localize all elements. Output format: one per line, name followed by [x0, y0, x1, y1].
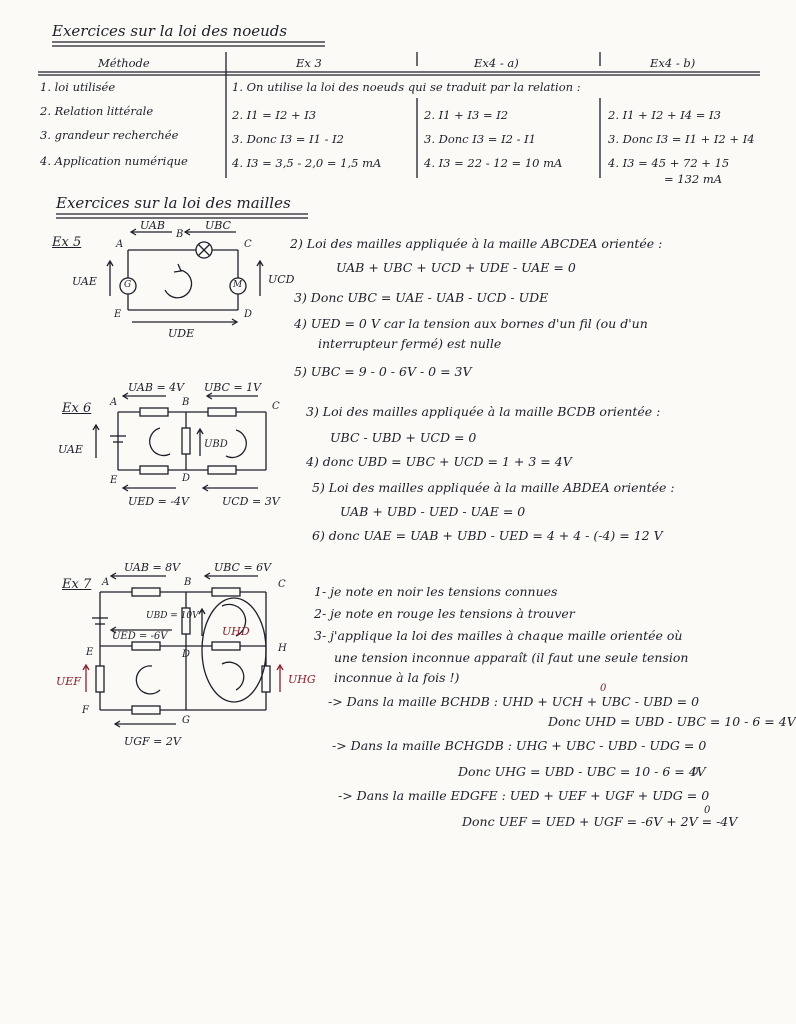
ex6-circuit [92, 392, 267, 492]
ex6-line-2: UBC - UBD + UCD = 0 [330, 430, 477, 445]
ex7-node-h: H [278, 643, 287, 654]
ex6-line-6: 6) donc UAE = UAB + UBD - UED = 4 + 4 - … [312, 528, 663, 543]
ex6-node-d: D [182, 473, 191, 484]
ex7-node-f: F [82, 705, 89, 716]
ex6-node-b: B [182, 397, 190, 408]
ex7-ued: UED = -6V [112, 631, 168, 642]
ex7-uhd: UHD [222, 625, 250, 638]
ex6-line-3: 4) donc UBD = UBC + UCD = 1 + 3 = 4V [306, 454, 572, 469]
ex6-line-1: 3) Loi des mailles appliquée à la maille… [306, 404, 661, 419]
ex5-line-5: interrupteur fermé) est nulle [318, 336, 502, 351]
ex5-motor-m: M [233, 280, 243, 290]
ex5-line-6: 5) UBC = 9 - 0 - 6V - 0 = 3V [294, 364, 472, 379]
ex5-ubc: UBC [205, 219, 231, 232]
ex6-node-c: C [272, 401, 280, 412]
ex3-row-2: 2. I1 = I2 + I3 [232, 108, 317, 122]
ex6-line-5: UAB + UBD - UED - UAE = 0 [340, 504, 526, 519]
ex7-uab: UAB = 8V [124, 561, 181, 574]
ex6-uab: UAB = 4V [128, 381, 185, 394]
header-ex4a: Ex4 - a) [474, 56, 519, 70]
ex7-node-g: G [182, 715, 190, 726]
ex7-line-8: -> Dans la maille BCHGDB : UHG + UBC - U… [332, 738, 707, 753]
ex7-ugf: UGF = 2V [124, 735, 181, 748]
ex6-ubd: UBD [204, 439, 228, 450]
ex7-node-e: E [86, 647, 94, 658]
part1-title: Exercices sur la loi des noeuds [52, 22, 288, 40]
method-row-2: 2. Relation littérale [40, 104, 154, 118]
ex6-ubc: UBC = 1V [204, 381, 262, 394]
ex7-line-1: 1- je note en noir les tensions connues [314, 584, 558, 599]
ex4b-row-4: 4. I3 = 45 + 72 + 15 [608, 156, 730, 170]
ex7-line-2: 2- je note en rouge les tensions à trouv… [314, 606, 575, 621]
ex7-line-7: Donc UHD = UBD - UBC = 10 - 6 = 4V [548, 714, 796, 729]
header-ex3: Ex 3 [296, 56, 322, 70]
ex6-label: Ex 6 [62, 401, 92, 416]
ex7-circuit [82, 572, 284, 728]
ex6-node-e: E [110, 475, 118, 486]
ex7-zero-mark-3: 0 [704, 805, 711, 816]
part2-title: Exercices sur la loi des mailles [56, 194, 291, 212]
ex5-uab: UAB [140, 219, 165, 232]
ex7-node-a: A [102, 577, 110, 588]
ex6-ued: UED = -4V [128, 495, 189, 508]
ex5-line-2: UAB + UBC + UCD + UDE - UAE = 0 [336, 260, 576, 275]
ex7-node-c: C [278, 579, 286, 590]
ex5-ucd: UCD [268, 273, 295, 286]
method-row-3: 3. grandeur recherchée [40, 128, 179, 142]
ex5-line-4: 4) UED = 0 V car la tension aux bornes d… [294, 316, 648, 331]
header-methode: Méthode [98, 56, 150, 70]
ex7-ubc: UBC = 6V [214, 561, 272, 574]
ex7-line-6: -> Dans la maille BCHDB : UHD + UCH + UB… [328, 694, 700, 709]
ex7-line-5: inconnue à la fois !) [334, 670, 460, 685]
ex5-label: Ex 5 [52, 235, 82, 250]
ex5-node-e: E [114, 309, 122, 320]
ex5-node-d: D [244, 309, 253, 320]
ex7-line-9: Donc UHG = UBD - UBC = 10 - 6 = 4V [458, 764, 706, 779]
ex7-node-b: B [184, 577, 192, 588]
merged-row-1: 1. On utilise la loi des noeuds qui se t… [232, 80, 581, 94]
ex7-uhg: UHG [288, 673, 316, 686]
ex3-row-3: 3. Donc I3 = I1 - I2 [232, 132, 344, 146]
ex7-label: Ex 7 [62, 577, 92, 592]
ex3-row-4: 4. I3 = 3,5 - 2,0 = 1,5 mA [232, 156, 382, 170]
ex6-node-a: A [110, 397, 118, 408]
ex5-node-c: C [244, 239, 252, 250]
ex7-node-d: D [182, 649, 191, 660]
ex5-line-3: 3) Donc UBC = UAE - UAB - UCD - UDE [294, 290, 549, 305]
ex5-node-a: A [116, 239, 124, 250]
ex5-gen-g: G [124, 280, 132, 290]
method-row-4: 4. Application numérique [40, 154, 188, 168]
ex7-uef: UEF [56, 675, 81, 688]
header-ex4b: Ex4 - b) [650, 56, 696, 70]
ex4a-row-4: 4. I3 = 22 - 12 = 10 mA [424, 156, 563, 170]
ex5-uae: UAE [72, 275, 97, 288]
method-row-1: 1. loi utilisée [40, 80, 116, 94]
ex4a-row-3: 3. Donc I3 = I2 - I1 [424, 132, 536, 146]
ex7-line-10: -> Dans la maille EDGFE : UED + UEF + UG… [338, 788, 710, 803]
ex7-zero-mark-1: 0 [600, 683, 607, 694]
ex4b-row-4-result: = 132 mA [664, 172, 723, 186]
ex4a-row-2: 2. I1 + I3 = I2 [424, 108, 509, 122]
ex6-ucd: UCD = 3V [222, 495, 280, 508]
ex7-zero-mark-2: 0 [692, 767, 699, 778]
ex4b-row-2: 2. I1 + I2 + I4 = I3 [608, 108, 721, 122]
ex7-line-3: 3- j'applique la loi des mailles à chaqu… [314, 628, 683, 643]
ex6-uae: UAE [58, 443, 83, 456]
ex6-line-4: 5) Loi des mailles appliquée à la maille… [312, 480, 675, 495]
ex5-node-b: B [176, 229, 184, 240]
table-lines [38, 41, 760, 219]
ex7-line-4: une tension inconnue apparaît (il faut u… [334, 650, 689, 665]
ex4b-row-3: 3. Donc I3 = I1 + I2 + I4 [608, 132, 755, 146]
ex7-line-11: Donc UEF = UED + UGF = -6V + 2V = -4V [462, 814, 738, 829]
ex5-ude: UDE [168, 327, 195, 340]
ex5-line-1: 2) Loi des mailles appliquée à la maille… [290, 236, 663, 251]
ex5-circuit [106, 228, 264, 326]
ex7-ubd: UBD = 10V [146, 611, 199, 621]
